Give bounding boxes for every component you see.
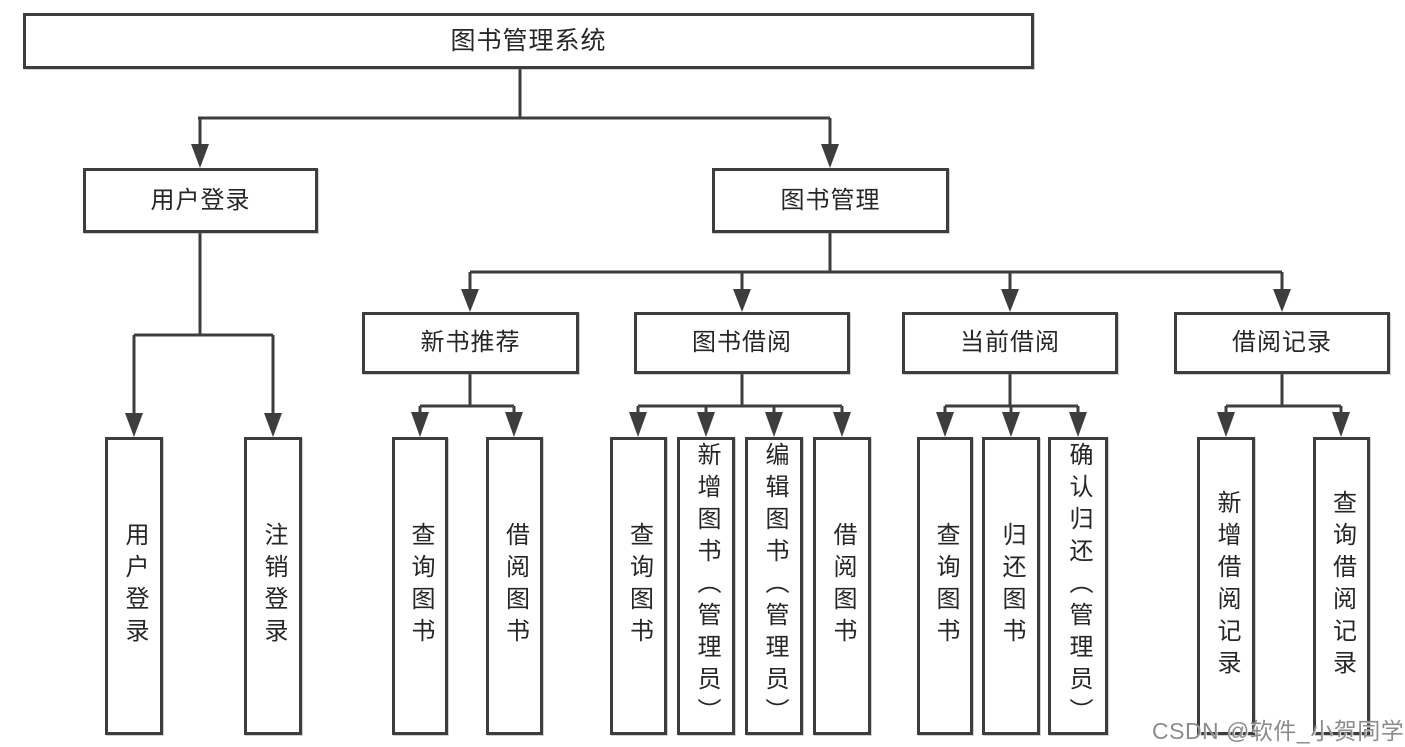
leaf-label: 借阅图书 bbox=[829, 522, 856, 650]
leaf-query-borrow-record: 查询借阅记录 bbox=[1313, 437, 1370, 735]
leaf-query-books-borrowing: 查询图书 bbox=[610, 437, 667, 735]
leaf-label: 归还图书 bbox=[998, 522, 1025, 650]
node-user-login: 用户登录 bbox=[83, 168, 318, 233]
leaf-query-books-recommend: 查询图书 bbox=[392, 437, 448, 735]
leaf-return-books: 归还图书 bbox=[982, 437, 1040, 735]
leaf-logout: 注销登录 bbox=[244, 437, 302, 735]
leaf-user-login: 用户登录 bbox=[105, 437, 163, 735]
leaf-confirm-return-admin: 确认归还（管理员） bbox=[1048, 437, 1108, 735]
node-book-management: 图书管理 bbox=[712, 168, 949, 233]
node-library-system: 图书管理系统 bbox=[23, 13, 1034, 69]
leaf-borrow-books-recommend: 借阅图书 bbox=[486, 437, 543, 735]
leaf-add-book-admin: 新增图书（管理员） bbox=[677, 437, 735, 735]
leaf-label: 借阅图书 bbox=[501, 522, 529, 650]
leaf-label: 查询图书 bbox=[932, 522, 959, 650]
leaf-label: 新增图书（管理员） bbox=[693, 442, 720, 730]
leaf-label: 查询借阅记录 bbox=[1328, 490, 1356, 682]
node-book-borrowing: 图书借阅 bbox=[634, 312, 850, 374]
leaf-label: 查询图书 bbox=[625, 522, 653, 650]
leaf-label: 新增借阅记录 bbox=[1213, 490, 1240, 682]
leaf-label: 用户登录 bbox=[121, 522, 148, 650]
leaf-add-borrow-record: 新增借阅记录 bbox=[1197, 437, 1255, 735]
leaf-edit-book-admin: 编辑图书（管理员） bbox=[745, 437, 803, 735]
leaf-label: 编辑图书（管理员） bbox=[761, 442, 788, 730]
leaf-label: 查询图书 bbox=[407, 522, 434, 650]
leaf-query-books-current: 查询图书 bbox=[917, 437, 973, 735]
node-new-book-recommend: 新书推荐 bbox=[362, 312, 579, 374]
leaf-borrow-books-borrowing: 借阅图书 bbox=[813, 437, 871, 735]
leaf-label: 注销登录 bbox=[260, 522, 287, 650]
csdn-watermark: CSDN @软件_小贺同学 bbox=[1152, 718, 1405, 744]
node-current-borrowing: 当前借阅 bbox=[902, 312, 1118, 374]
node-borrowing-records: 借阅记录 bbox=[1174, 312, 1390, 374]
leaf-label: 确认归还（管理员） bbox=[1065, 442, 1092, 730]
